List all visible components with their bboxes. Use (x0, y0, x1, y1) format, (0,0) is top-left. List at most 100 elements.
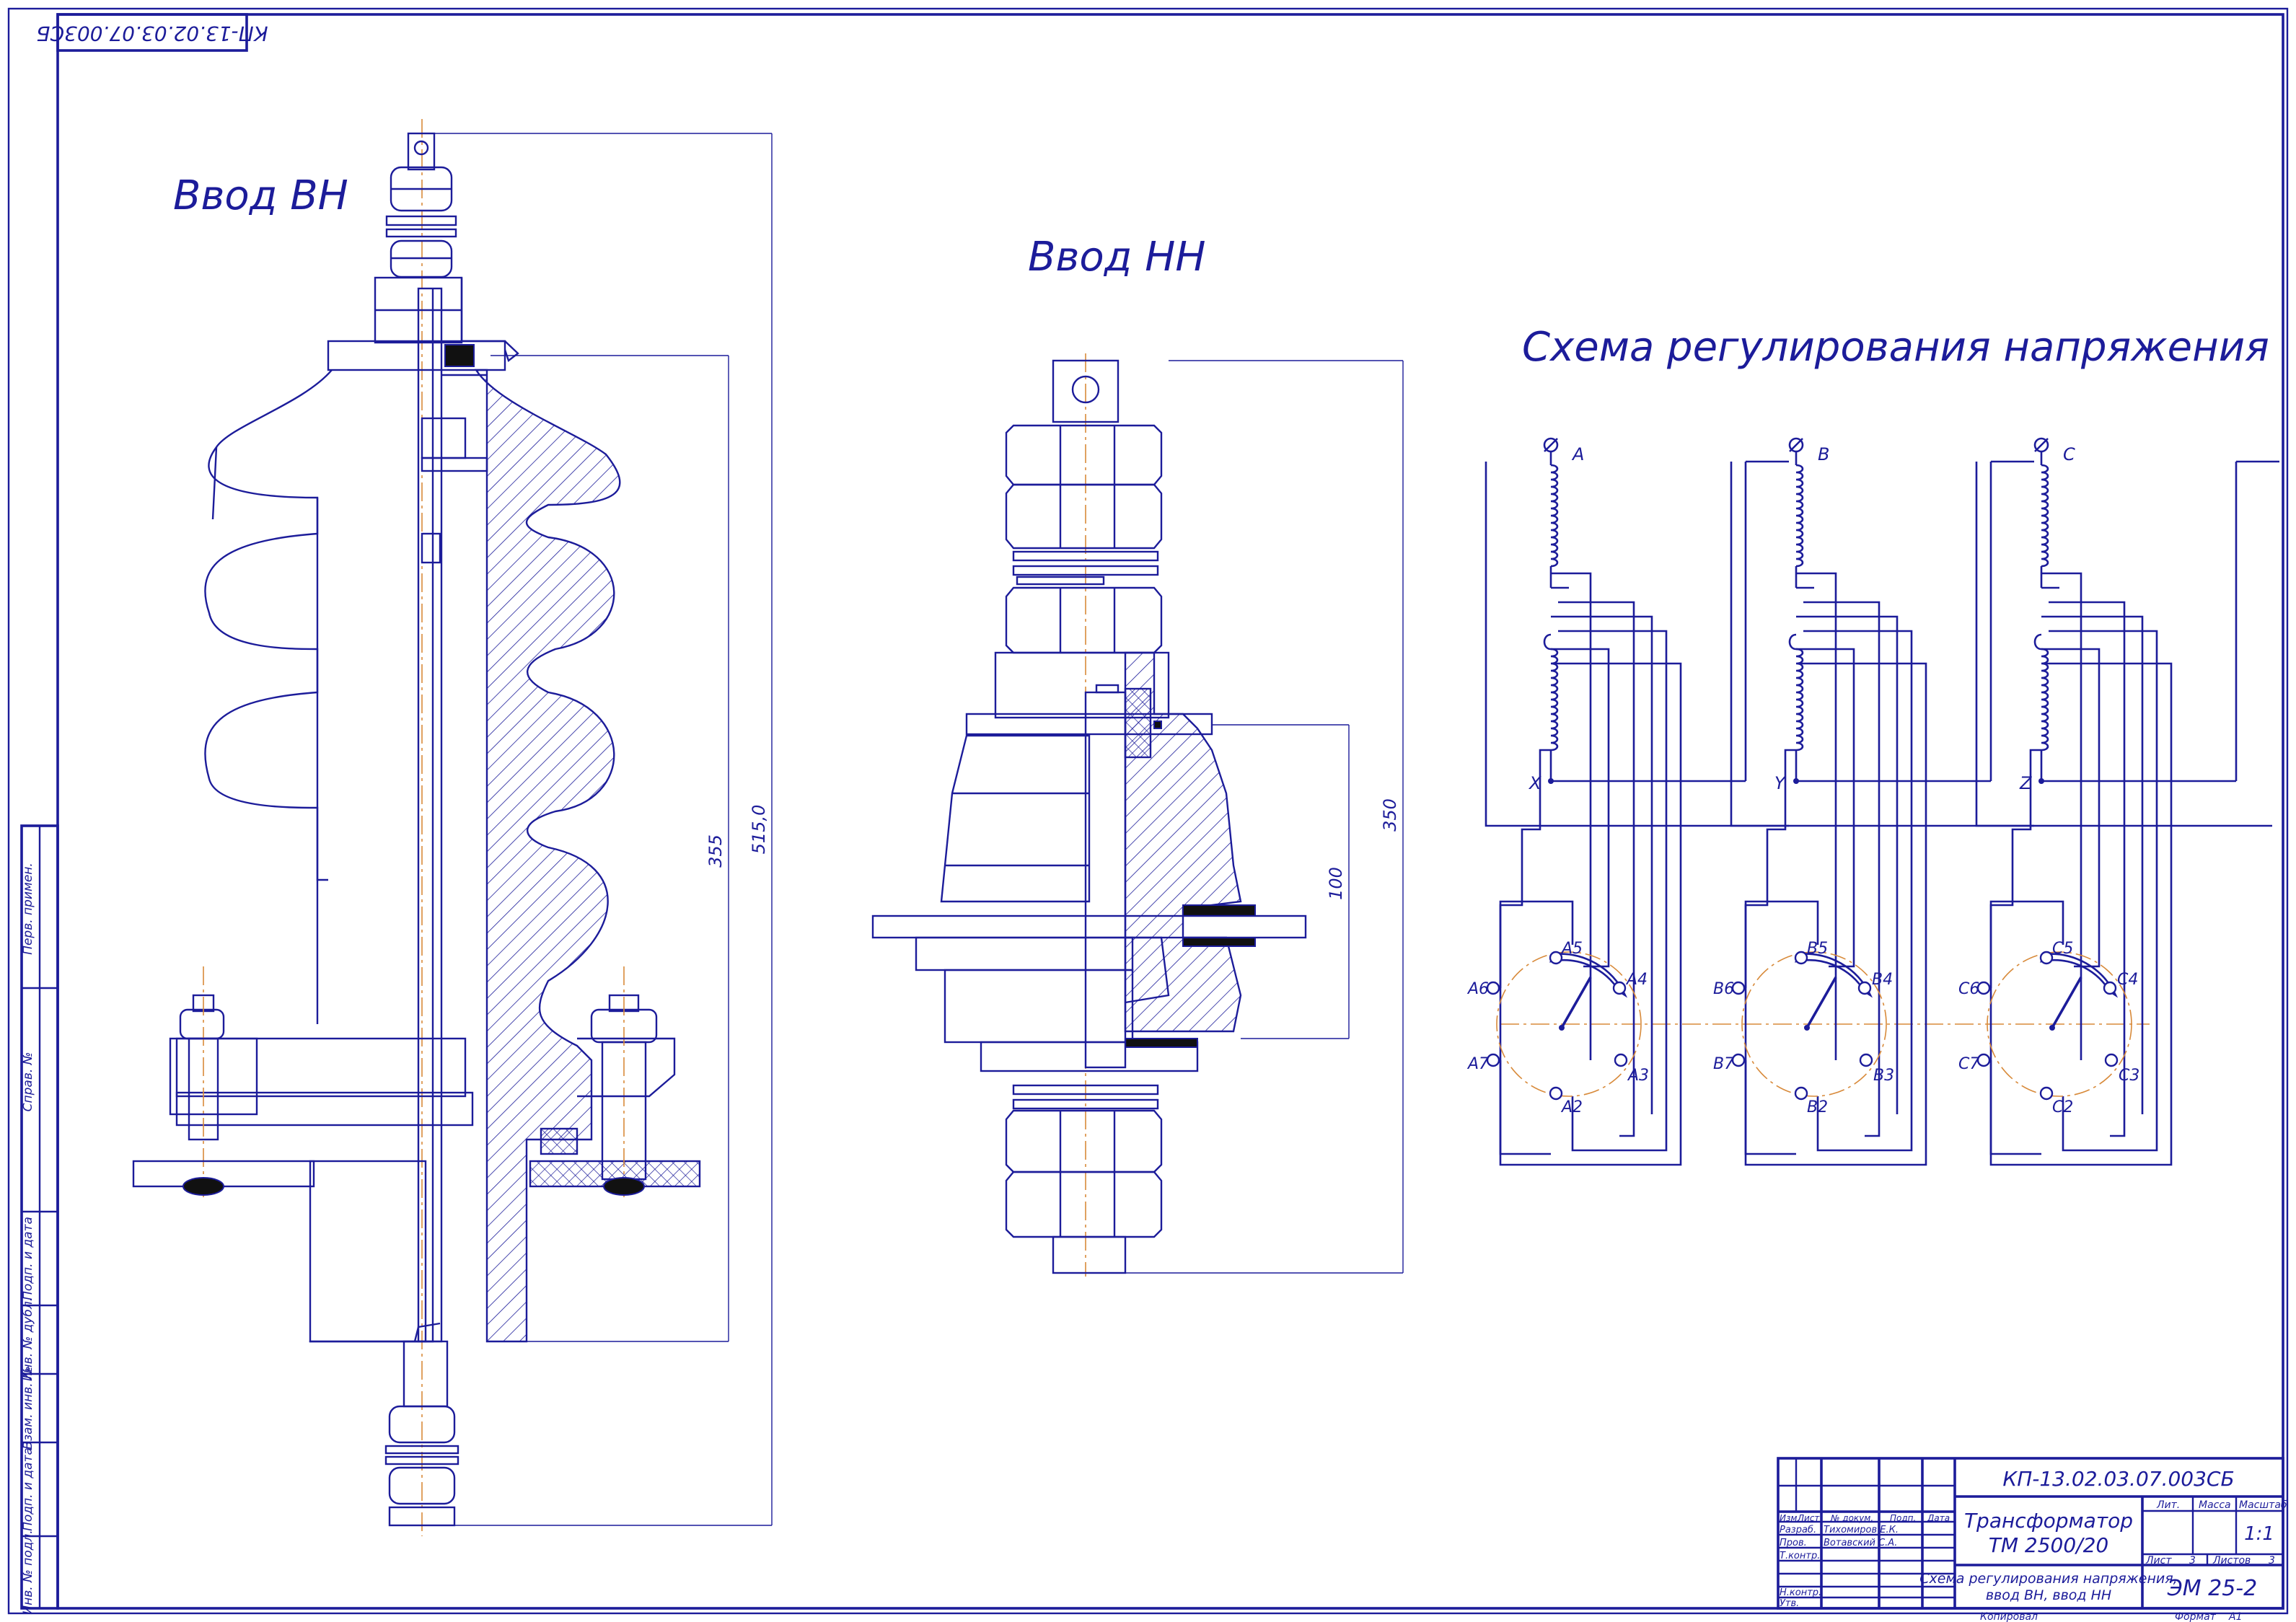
neutral-label: Y (1774, 773, 1787, 793)
tap-label: C7 (1958, 1055, 1979, 1073)
tap-label: B3 (1873, 1067, 1894, 1085)
tap-label: A2 (1560, 1098, 1583, 1116)
side-label-5: Подп. и дата (21, 1447, 35, 1531)
tb-masshtab: Масштаб (2239, 1499, 2287, 1511)
tb-sub-line2: ввод ВН, ввод НН (1986, 1587, 2111, 1603)
tb-row-tkontr: Т.контр. (1780, 1551, 1820, 1561)
tap-label: C2 (2052, 1098, 2073, 1116)
tap-contact (1612, 981, 1627, 995)
tb-kopiroval: Копировал (1980, 1611, 2038, 1622)
side-label-6: Инв. № подл. (21, 1530, 35, 1614)
tap-label: B6 (1713, 980, 1734, 998)
voltage-regulation-scheme: Схема регулирования напряжения AXA5A4A3A… (1466, 324, 2279, 1166)
lv-bushing-drawing: Ввод НН (871, 234, 1404, 1277)
tb-col-list: Лист (1797, 1513, 1820, 1523)
terminal-label: A (1571, 444, 1584, 464)
tap-contact (2039, 951, 2054, 965)
tb-format-value: А1 (2228, 1611, 2242, 1622)
rotated-code-text: КП-13.02.03.07.003СБ (36, 22, 268, 45)
terminal-icon (1543, 437, 1559, 453)
tap-contact (1857, 981, 1872, 995)
tb-title-line2: ТМ 2500/20 (1989, 1533, 2108, 1557)
neutral-label: X (1528, 773, 1541, 793)
tap-label: C4 (2117, 971, 2138, 989)
terminal-label: B (1818, 444, 1829, 464)
tb-name-razrab: Тихомиров Е.К. (1824, 1525, 1899, 1535)
tap-contact (1549, 1086, 1563, 1101)
lv-dim-350: 350 (1380, 798, 1400, 832)
hv-dim-5150: 515,0 (749, 805, 769, 855)
tb-name-prov: Вотавский С.А. (1824, 1538, 1897, 1548)
tb-col-doc: № докум. (1830, 1513, 1873, 1523)
terminal-icon (1788, 437, 1804, 453)
hv-dim-355: 355 (705, 834, 726, 868)
tap-label: C5 (2052, 940, 2073, 958)
tap-contact (1859, 1053, 1873, 1067)
tap-contact (1731, 1053, 1746, 1067)
tb-massa: Масса (2199, 1499, 2231, 1511)
tap-contact (1976, 981, 1991, 995)
tap-contact (2039, 1086, 2054, 1101)
title-block: Изм. Лист № докум. Подп. Дата Разраб. Пр… (1777, 1457, 2287, 1622)
tb-sheet-label: Лист (2145, 1555, 2172, 1566)
tb-col-data: Дата (1927, 1513, 1950, 1523)
tb-doc-code: КП-13.02.03.07.003СБ (2002, 1467, 2234, 1491)
tap-label: A4 (1625, 971, 1648, 989)
tap-label: A3 (1627, 1067, 1649, 1085)
tb-col-izm: Изм. (1780, 1513, 1800, 1523)
side-label-0: Перв. примен. (21, 863, 35, 955)
tb-lit: Лит. (2156, 1499, 2180, 1511)
tap-contact (2104, 1053, 2119, 1067)
tap-contact (1614, 1053, 1628, 1067)
tb-sheets-label: Листов (2212, 1555, 2251, 1566)
tap-label: B2 (1807, 1098, 1828, 1116)
tap-label: B7 (1713, 1055, 1734, 1073)
hv-bushing-title: Ввод ВН (173, 172, 348, 219)
tb-row-prov: Пров. (1780, 1538, 1807, 1548)
tap-selector-circle (1496, 951, 1642, 1097)
terminal-label: C (2063, 444, 2075, 464)
terminal-icon (2033, 437, 2049, 453)
tap-label: A6 (1466, 980, 1489, 998)
tb-scale-value: 1:1 (2244, 1523, 2274, 1545)
tb-sheets-value: 3 (2269, 1555, 2275, 1566)
tb-row-utv: Утв. (1780, 1598, 1799, 1609)
tb-col-podp: Подп. (1890, 1513, 1916, 1523)
neutral-label: Z (2019, 773, 2032, 793)
tap-selector-circle (1987, 951, 2132, 1097)
tap-label: A7 (1466, 1055, 1489, 1073)
tap-label: C3 (2119, 1067, 2139, 1085)
tb-format: Формат (2175, 1611, 2217, 1622)
tb-sheet-value: 3 (2189, 1555, 2196, 1566)
tap-label: C6 (1958, 980, 1979, 998)
lv-dim-100: 100 (1326, 867, 1346, 900)
sheet-frame (7, 7, 2289, 1615)
tap-contact (1794, 951, 1808, 965)
tb-row-razrab: Разраб. (1780, 1525, 1816, 1535)
tap-contact (1976, 1053, 1991, 1067)
tap-contact (1794, 1086, 1808, 1101)
tb-row-nkontr: Н.контр. (1780, 1587, 1821, 1598)
side-label-2: Подп. и дата (21, 1217, 35, 1300)
tap-label: B5 (1807, 940, 1828, 958)
side-strip: Перв. примен. Справ. № Подп. и дата Инв.… (20, 824, 59, 1615)
lv-bushing-title: Ввод НН (1028, 234, 1205, 281)
tap-contact (1549, 951, 1563, 965)
tap-contact (1486, 1053, 1500, 1067)
hv-bushing-drawing: Ввод ВН (132, 119, 773, 1536)
tap-label: B4 (1872, 971, 1893, 989)
side-label-3: Инв. № дубл. (21, 1297, 35, 1381)
tap-contact (2103, 981, 2117, 995)
tb-title-line1: Трансформатор (1964, 1509, 2133, 1533)
side-label-1: Справ. № (21, 1052, 35, 1112)
scheme-title: Схема регулирования напряжения (1522, 324, 2269, 371)
rotated-code-stamp: КП-13.02.03.07.003СБ (36, 13, 268, 52)
side-label-4: Взам. инв. № (21, 1366, 35, 1449)
tap-contact (1486, 981, 1500, 995)
tap-contact (1731, 981, 1746, 995)
tap-selector-circle (1741, 951, 1887, 1097)
